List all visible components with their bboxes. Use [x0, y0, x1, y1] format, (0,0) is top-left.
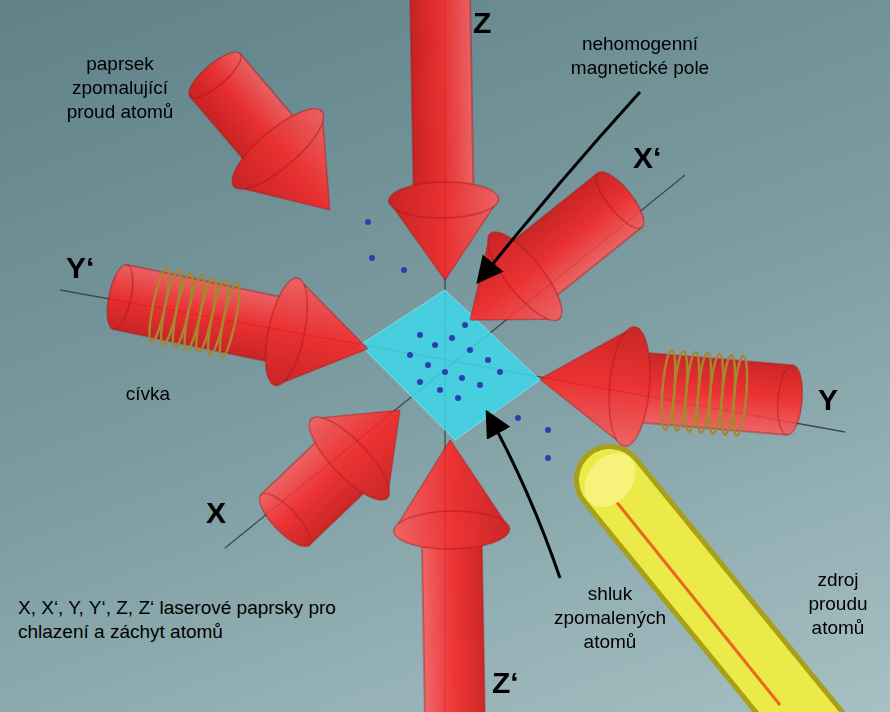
axis-label: Y‘ — [66, 253, 94, 283]
coil-label: cívka — [118, 382, 178, 406]
field-label: nehomogenní magnetické pole — [555, 32, 725, 80]
leader-arrows — [478, 92, 640, 578]
axis-label: Z — [473, 8, 491, 38]
source-label: zdroj proudu atomů — [796, 568, 880, 639]
axis-label: X — [206, 498, 226, 528]
coils — [146, 267, 750, 436]
legend-note: X, X‘, Y, Y‘, Z, Z‘ laserové paprsky pro… — [18, 596, 358, 644]
axis-label: Z‘ — [492, 668, 519, 698]
axis-label: X‘ — [633, 143, 661, 173]
atom-source-tube — [574, 443, 830, 712]
beam-label: paprsek zpomalující proud atomů — [55, 52, 185, 123]
cluster-label: shluk zpomalených atomů — [550, 582, 670, 653]
axis-label: Y — [818, 385, 838, 415]
